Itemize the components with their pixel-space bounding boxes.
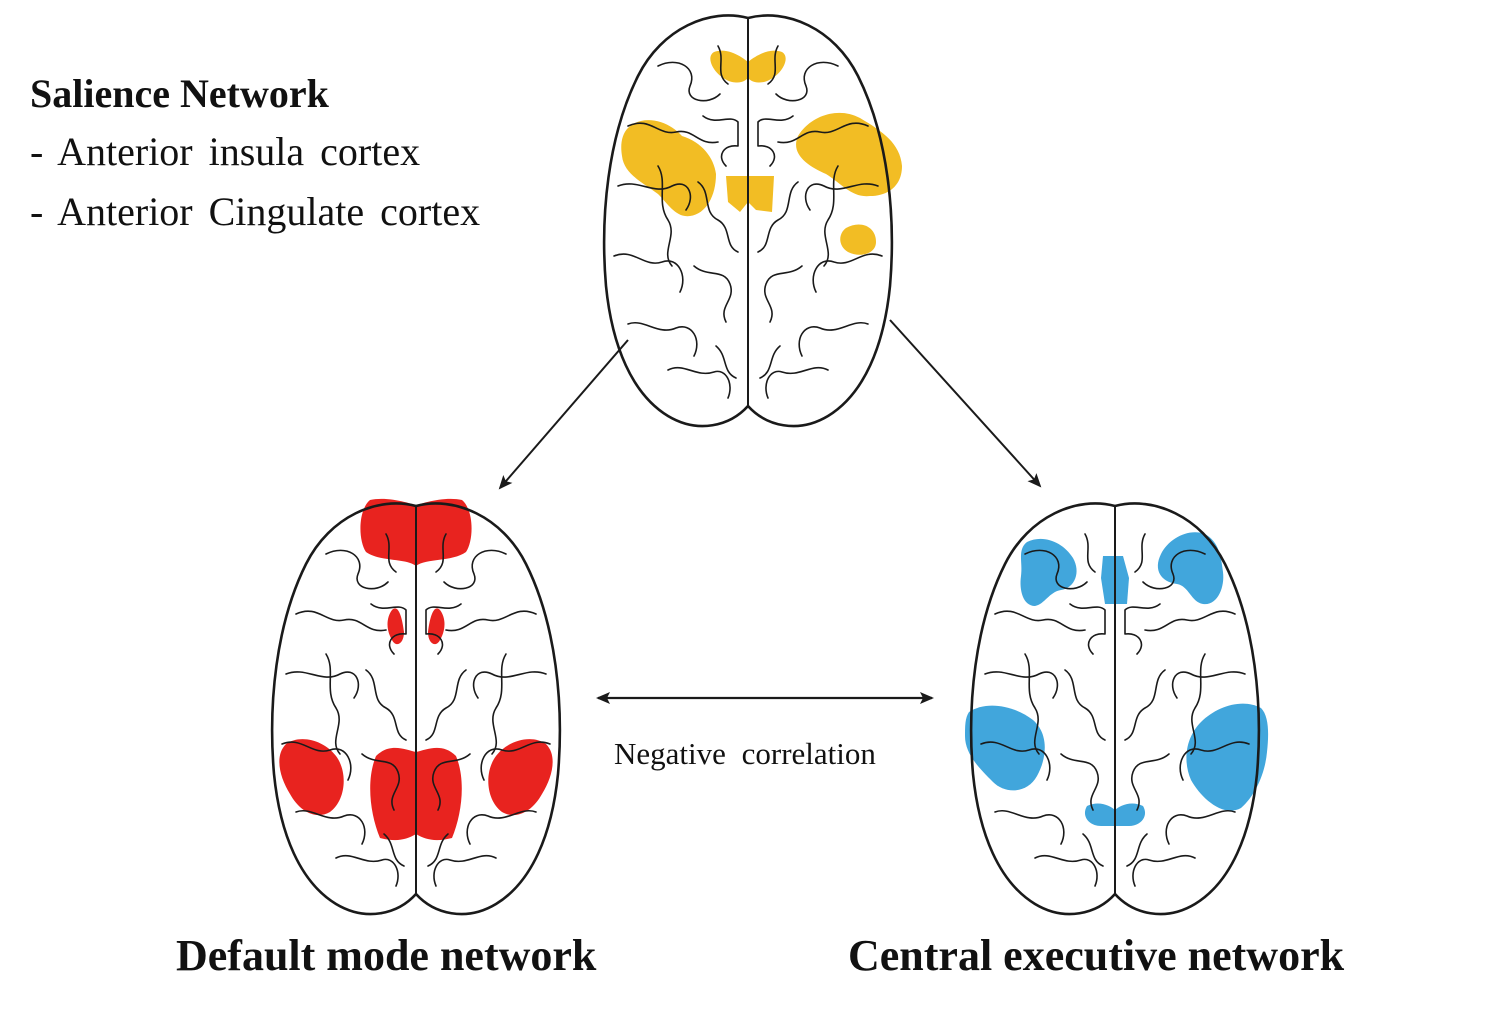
- central-executive-brain: [965, 502, 1269, 916]
- negative-correlation-label: Negative correlation: [614, 736, 876, 771]
- central-executive-label: Central executive network: [848, 931, 1345, 980]
- arrow-salience-to-central-executive: [889, 319, 1042, 488]
- central-executive-regions: [965, 532, 1269, 826]
- salience-item-cingulate: - Anterior Cingulate cortex: [30, 189, 481, 234]
- salience-item-insula: - Anterior insula cortex: [30, 129, 421, 174]
- salience-regions: [621, 50, 902, 255]
- salience-brain: [602, 14, 902, 428]
- salience-legend: Salience Network - Anterior insula corte…: [30, 66, 480, 242]
- salience-title: Salience Network: [30, 71, 329, 116]
- default-mode-label: Default mode network: [176, 931, 597, 980]
- arrow-salience-to-default-mode: [498, 339, 629, 490]
- default-mode-brain: [270, 498, 562, 916]
